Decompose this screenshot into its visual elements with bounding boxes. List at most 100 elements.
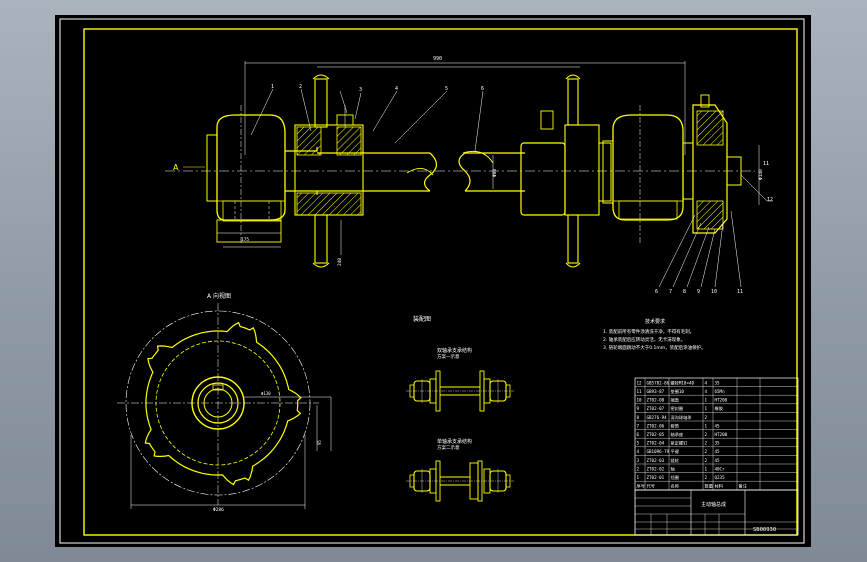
bom-cell: 65Mn — [715, 389, 726, 394]
bom-cell: 代号 — [647, 483, 655, 490]
notes-title: 技术要求 — [645, 318, 665, 325]
bom-cell: 2 — [705, 458, 708, 463]
bom-cell: 平键 — [671, 448, 680, 455]
bom-cell: GB93-87 — [647, 389, 665, 394]
bom-cell: 序号 — [637, 483, 645, 490]
left-sprocket-tooth-top — [314, 78, 328, 128]
bom-cell: HT200 — [715, 398, 728, 403]
bom-cell: 轴 — [671, 465, 675, 472]
outer-frame — [59, 18, 805, 544]
part-no-top-5: 5 — [445, 86, 448, 92]
bom-cell: 挡圈 — [671, 474, 679, 481]
bom-cell: 材料 — [715, 483, 724, 490]
bom-cell: 1 — [705, 423, 708, 428]
bom-cell: 7 — [637, 423, 640, 428]
bom-cell: 8 — [637, 415, 640, 420]
note-line: 2. 轴承装配后应转动灵活，无卡滞现象。 — [603, 336, 685, 343]
right-sprocket-tooth-top — [567, 78, 579, 126]
variant-a-sub: 方案一示意 — [437, 353, 460, 360]
bom-cell: Q235 — [715, 475, 726, 480]
dim-sprocket-od: Φ286 — [213, 507, 224, 513]
bom-cell: 1 — [705, 398, 708, 403]
bom-cell: GB1096-79 — [647, 449, 670, 454]
section-label: A 向视图 — [207, 292, 231, 300]
note-line: 3. 链轮端面跳动不大于0.1mm，装配后涂油保护。 — [603, 344, 706, 351]
bom-cell: 垫圈10 — [671, 388, 685, 395]
variants: 装配图 双轴承支承结构 方案一示意 单轴承支承结构 方案二示意 — [406, 315, 514, 502]
bom-cell: 4 — [705, 389, 708, 394]
sprocket-end-view: A 向视图 Φ286 Φ130 95 — [117, 292, 332, 513]
part-no-top-3: 3 — [359, 87, 362, 93]
main-assembly-view: 990 175 240 — [165, 56, 773, 295]
bom-cell: 数量 — [705, 483, 713, 490]
shaft-break-left — [423, 152, 438, 192]
variant-a-drawing — [406, 370, 514, 412]
part-no-bottom-10: 10 — [711, 289, 717, 295]
variant-b-label: 单轴承支承结构 — [437, 438, 472, 445]
bom-cell: 2 — [705, 441, 708, 446]
part-no-top-2: 2 — [299, 84, 302, 90]
part-no-bottom-11: 11 — [737, 289, 743, 295]
variant-b-drawing — [406, 460, 514, 502]
bom-cell: 35 — [715, 441, 721, 446]
part-no-top-1: 1 — [271, 84, 274, 90]
bom-cell: GB5782-86 — [647, 380, 670, 385]
bom-cell: 10 — [637, 398, 643, 403]
right-end-cover — [692, 104, 728, 234]
diagram-title: 装配图 — [413, 315, 431, 323]
part-no-right-12: 12 — [767, 197, 773, 203]
bom-cell: 12 — [637, 380, 643, 385]
bom-cell: 35 — [715, 380, 721, 385]
bom-cell: 链轮 — [671, 457, 680, 464]
part-no-top-6: 6 — [481, 86, 484, 92]
bom-cell: 9 — [637, 406, 640, 411]
dim-sprocket-x: Φ130 — [261, 391, 271, 396]
bom-cell: 2 — [705, 432, 708, 437]
drawing-sheet: 990 175 240 — [55, 15, 811, 547]
note-line: 1. 装配前所有零件须清洗干净，不得有毛刺。 — [603, 328, 694, 335]
bom-cell: HT200 — [715, 432, 728, 437]
part-no-bottom-7: 7 — [669, 289, 672, 295]
title-block-name: 主动轴总成 — [701, 501, 726, 508]
bom-cell: ZT02-08 — [647, 398, 665, 403]
variant-b-sub: 方案二示意 — [437, 444, 460, 451]
bom-cell: 1 — [705, 466, 708, 471]
bom-cell: 3 — [637, 458, 640, 463]
bom-cell: 轴承座 — [671, 431, 684, 438]
bom-cell: 40Cr — [715, 466, 726, 471]
right-sprocket-tooth-bottom — [567, 214, 579, 264]
left-sprocket-tooth-bottom — [314, 214, 328, 264]
bom-cell: 端盖 — [671, 397, 679, 404]
bom-cell: 45 — [715, 449, 721, 454]
sprocket-outline — [144, 321, 302, 486]
bom-cell: 11 — [637, 389, 643, 394]
bom-cell: 2 — [705, 449, 708, 454]
bom-cell: 4 — [705, 380, 708, 385]
bom-cell: ZT02-06 — [647, 423, 665, 428]
bom-cell: 2 — [637, 466, 640, 471]
part-no-bottom-6: 6 — [655, 289, 658, 295]
shaft-break-right — [458, 152, 471, 192]
right-bearing-housing — [612, 114, 684, 221]
right-sprocket-hub — [520, 142, 566, 216]
left-bearing-housing — [216, 114, 286, 221]
part-no-bottom-9: 9 — [697, 289, 700, 295]
variant-a-label: 双轴承支承结构 — [437, 347, 472, 354]
bom-cell: 45 — [715, 458, 721, 463]
part-no-bottom-8: 8 — [683, 289, 686, 295]
bom-cell: 2 — [705, 475, 708, 480]
dim-shaft-dia: Φ80 — [492, 169, 498, 177]
bom-cell: 45 — [715, 423, 721, 428]
bom-cell: 密封圈 — [671, 405, 684, 412]
bom-cell: 2 — [705, 415, 708, 420]
bom-cell: ZT02-07 — [647, 406, 665, 411]
bom-cell: 橡胶 — [715, 405, 723, 412]
part-no-right-11: 11 — [763, 161, 769, 167]
bom-cell: ZT02-04 — [647, 441, 665, 446]
bom-cell: 深沟球轴承 — [671, 414, 693, 421]
dim-shaft-len: 240 — [337, 258, 343, 266]
bom-cell: 4 — [637, 449, 640, 454]
bom-cell: 1 — [637, 475, 640, 480]
cad-drawing: 990 175 240 — [59, 18, 805, 544]
